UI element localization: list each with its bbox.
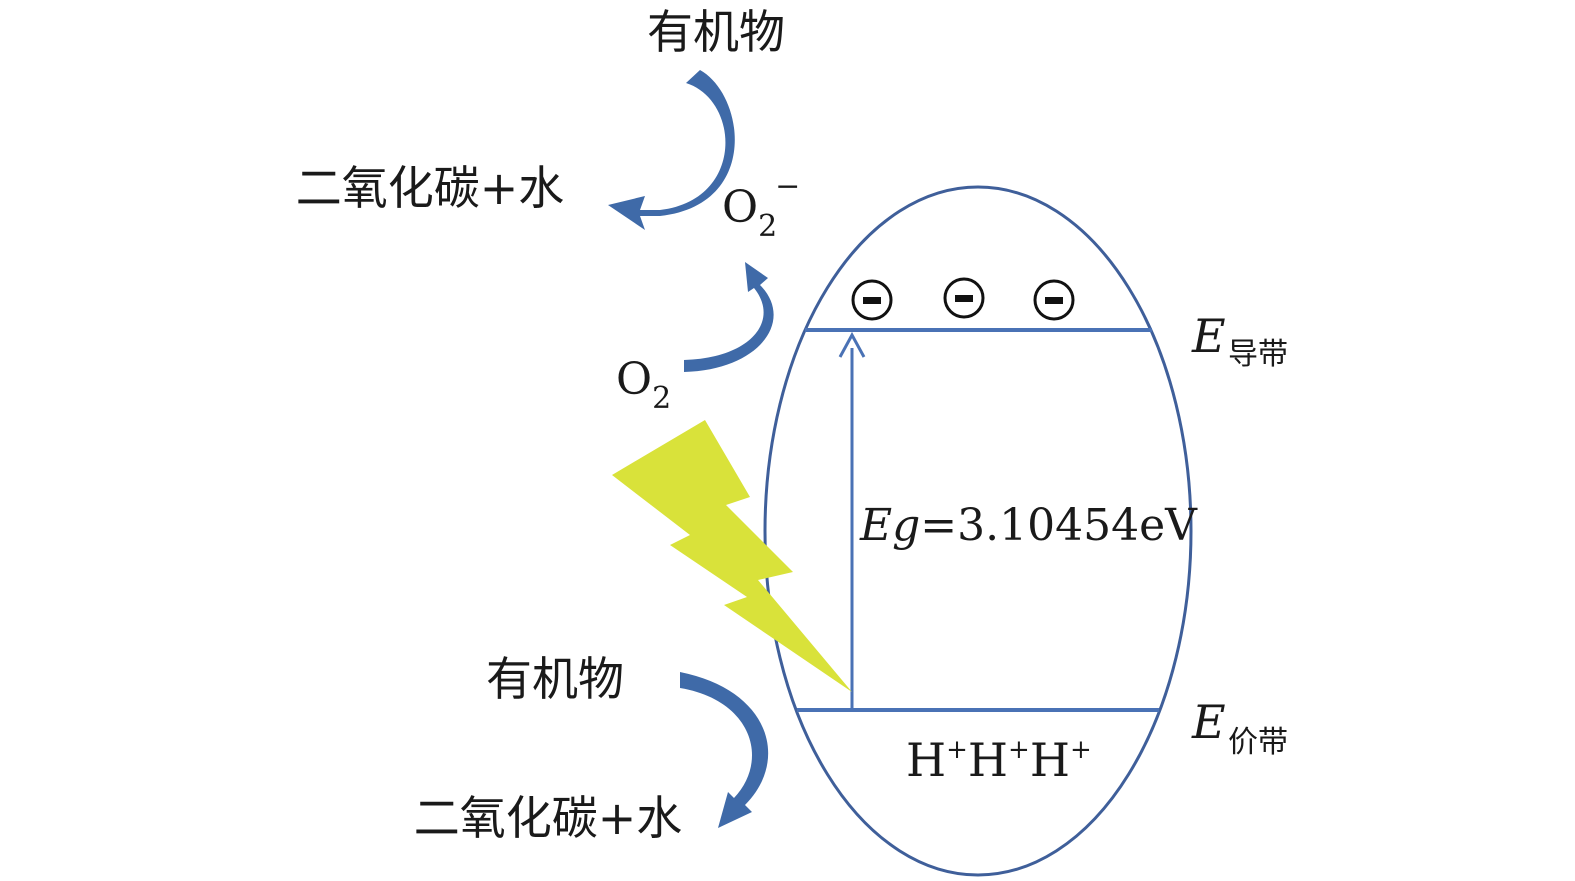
oxygen-label: O2	[616, 354, 671, 416]
co2-water-top-label: 二氧化碳+水	[296, 161, 565, 215]
electron-3	[1033, 279, 1075, 321]
co2-water-bottom-label: 二氧化碳+水	[414, 791, 683, 845]
conduction-band-energy-label: E	[1191, 309, 1226, 363]
oxygen-reduction-arrow	[684, 262, 774, 372]
top-degradation-arrow	[608, 70, 735, 230]
valence-band-subscript: 价带	[1228, 725, 1288, 760]
organic-bottom-label: 有机物	[486, 652, 624, 706]
bandgap-label: Eg=3.10454eV	[859, 500, 1198, 551]
electron-2	[943, 277, 985, 319]
bottom-degradation-arrow	[680, 672, 769, 828]
conduction-band-subscript: 导带	[1228, 337, 1288, 372]
excitation-arrowhead	[838, 331, 866, 358]
light-lightning-icon	[612, 420, 852, 692]
valence-band-energy-label: E	[1191, 695, 1226, 749]
electron-1	[851, 279, 893, 321]
holes-label: H+H+H+	[906, 733, 1092, 787]
organic-top-label: 有机物	[647, 5, 785, 59]
superoxide-label: O2−	[722, 169, 800, 244]
semiconductor-particle	[763, 185, 1193, 877]
